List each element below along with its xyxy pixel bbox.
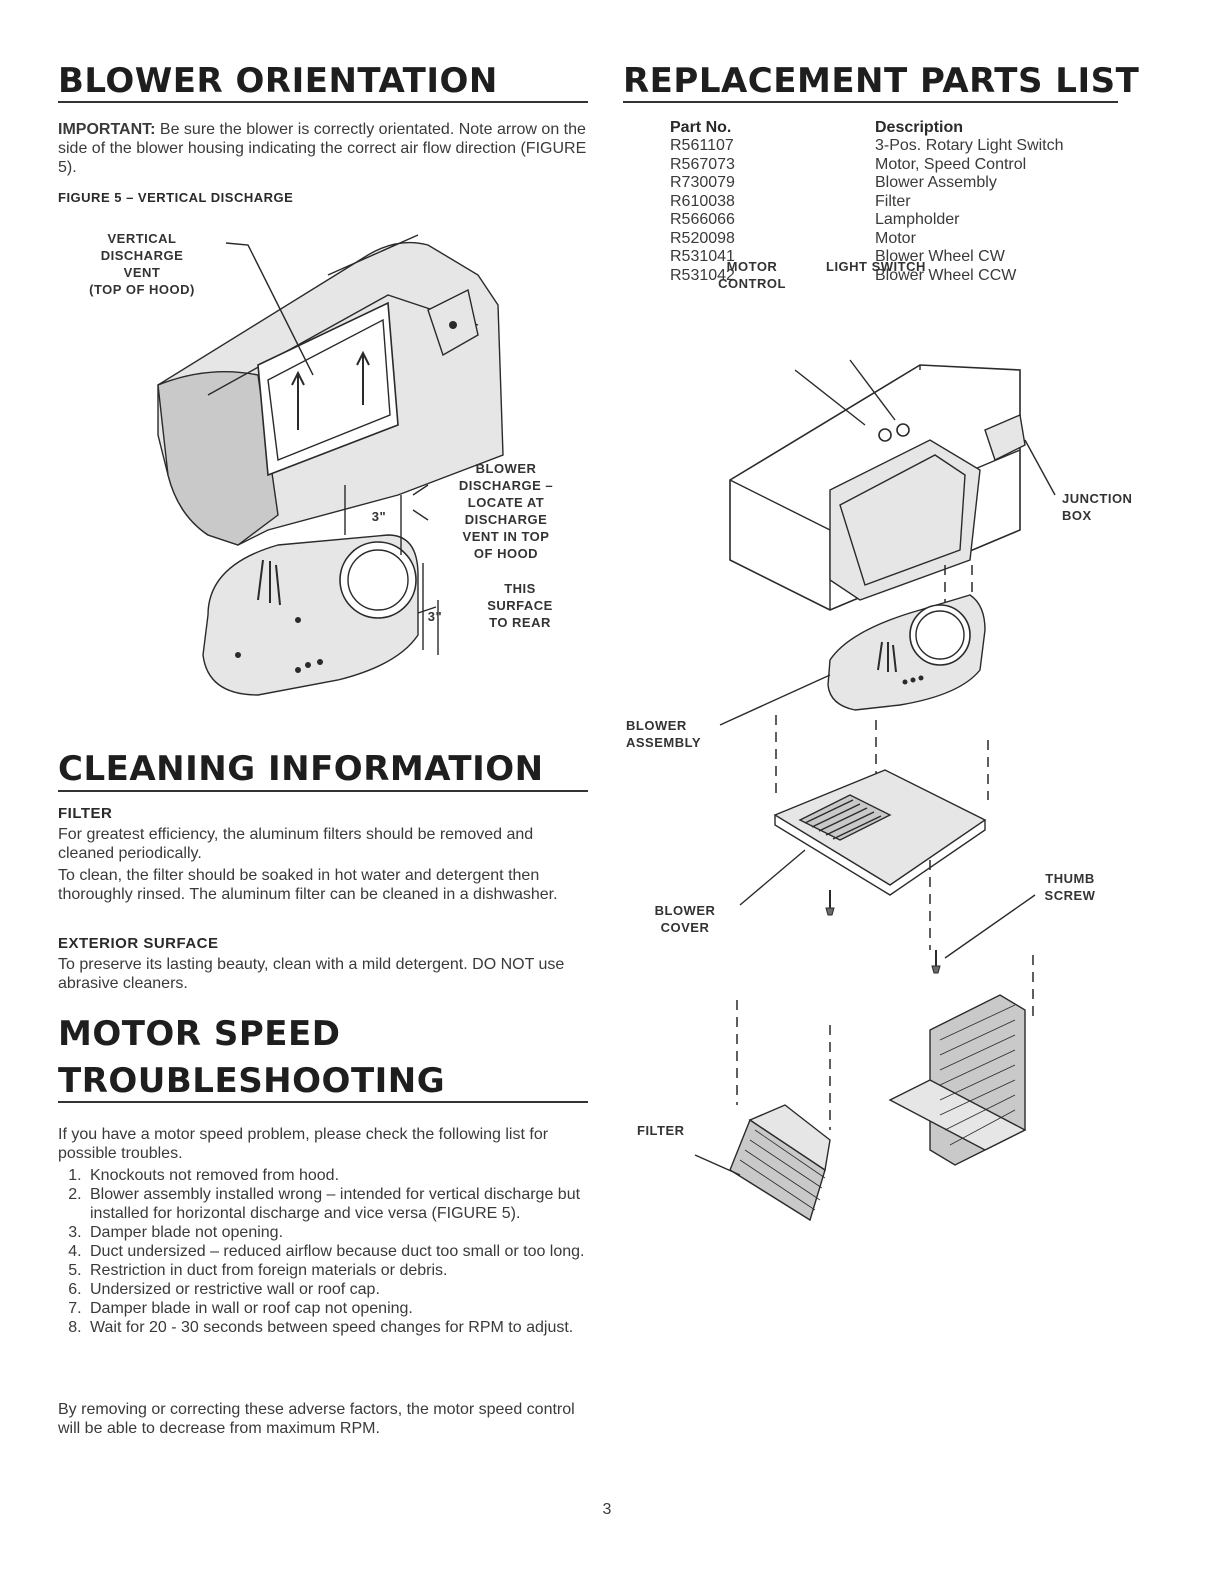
filter-label: FILTER bbox=[637, 1123, 685, 1138]
list-item: Damper blade not opening. bbox=[86, 1223, 588, 1242]
heading-rule bbox=[58, 101, 588, 103]
cleaning-information-heading: CLEANING INFORMATION bbox=[58, 749, 544, 789]
motor-speed-heading-line1: MOTOR SPEED bbox=[58, 1014, 341, 1054]
heading-rule bbox=[58, 1101, 588, 1103]
troubleshooting-closing: By removing or correcting these adverse … bbox=[58, 1401, 575, 1437]
filter-paragraph-2: To clean, the filter should be soaked in… bbox=[58, 867, 558, 903]
part-description: 3-Pos. Rotary Light Switch bbox=[875, 137, 1064, 154]
table-row: R520098 Motor bbox=[670, 230, 1064, 249]
motor-speed-heading-line2: TROUBLESHOOTING bbox=[58, 1061, 446, 1101]
part-number: R531041 bbox=[670, 248, 735, 265]
part-description: Blower Wheel CCW bbox=[875, 266, 1017, 284]
vertical-discharge-vent-label: VERTICAL DISCHARGE VENT (TOP OF HOOD) bbox=[89, 231, 195, 297]
exploded-parts-diagram bbox=[694, 359, 1056, 1222]
important-text: Be sure the blower is correctly orientat… bbox=[58, 121, 587, 176]
dimension-3in-top: 3" bbox=[371, 509, 387, 524]
blower-discharge-label: BLOWER DISCHARGE – LOCATE AT DISCHARGE V… bbox=[458, 461, 554, 561]
troubleshooting-list: Knockouts not removed from hood. Blower … bbox=[58, 1166, 588, 1337]
figure-5-vertical-discharge-illustration bbox=[157, 234, 504, 696]
exterior-surface-subheading: EXTERIOR SURFACE bbox=[58, 935, 219, 952]
troubleshooting-intro: If you have a motor speed problem, pleas… bbox=[58, 1126, 549, 1162]
thumb-screw-label: THUMB SCREW bbox=[1044, 871, 1096, 903]
dimension-3in-bottom: 3" bbox=[427, 609, 443, 624]
part-number: R520098 bbox=[670, 229, 735, 247]
description-header: Description bbox=[875, 119, 964, 136]
list-item: Damper blade in wall or roof cap not ope… bbox=[86, 1299, 588, 1318]
part-description: Blower Wheel CW bbox=[875, 248, 1005, 265]
heading-rule bbox=[58, 790, 588, 792]
table-row: R561107 3-Pos. Rotary Light Switch bbox=[670, 137, 1064, 156]
parts-table-header: Part No. Description bbox=[670, 118, 1064, 137]
list-item: Undersized or restrictive wall or roof c… bbox=[86, 1280, 588, 1299]
part-description: Motor bbox=[875, 229, 916, 247]
part-description: Filter bbox=[875, 192, 911, 210]
table-row: R730079 Blower Assembly bbox=[670, 174, 1064, 193]
junction-box-label: JUNCTION BOX bbox=[1062, 491, 1133, 523]
table-row: R566066 Lampholder bbox=[670, 211, 1064, 230]
important-note: IMPORTANT: Be sure the blower is correct… bbox=[58, 120, 588, 177]
list-item: Duct undersized – reduced airflow becaus… bbox=[86, 1242, 588, 1261]
parts-table: Part No. Description R561107 3-Pos. Rotar… bbox=[670, 118, 1064, 285]
filter-subheading: FILTER bbox=[58, 805, 113, 822]
part-description: Motor, Speed Control bbox=[875, 155, 1027, 173]
list-item: Knockouts not removed from hood. bbox=[86, 1166, 588, 1185]
table-row: R567073 Motor, Speed Control bbox=[670, 156, 1064, 175]
blower-orientation-heading: BLOWER ORIENTATION bbox=[58, 61, 498, 101]
part-no-header: Part No. bbox=[670, 119, 732, 136]
exterior-paragraph: To preserve its lasting beauty, clean wi… bbox=[58, 956, 565, 992]
table-row: R531041 Blower Wheel CW bbox=[670, 248, 1064, 267]
list-item: Blower assembly installed wrong – intend… bbox=[86, 1185, 588, 1223]
part-number: R566066 bbox=[670, 211, 735, 228]
part-description: Lampholder bbox=[875, 211, 960, 228]
blower-assembly-label: BLOWER ASSEMBLY bbox=[626, 718, 702, 750]
this-surface-to-rear-label: THIS SURFACE TO REAR bbox=[487, 581, 553, 630]
table-row: R610038 Filter bbox=[670, 193, 1064, 212]
blower-cover-label: BLOWER COVER bbox=[654, 903, 716, 935]
list-item: Restriction in duct from foreign materia… bbox=[86, 1261, 588, 1280]
light-switch-label: LIGHT SWITCH bbox=[826, 259, 926, 274]
part-number: R531042 bbox=[670, 266, 735, 284]
part-number: R610038 bbox=[670, 192, 735, 210]
part-number: R567073 bbox=[670, 155, 735, 173]
page-number: 3 bbox=[602, 1501, 612, 1518]
important-lead: IMPORTANT: bbox=[58, 121, 156, 138]
figure-5-caption: FIGURE 5 – VERTICAL DISCHARGE bbox=[58, 190, 294, 205]
filter-paragraph-1: For greatest efficiency, the aluminum fi… bbox=[58, 826, 534, 862]
list-item: Wait for 20 - 30 seconds between speed c… bbox=[86, 1318, 588, 1337]
motor-control-label: MOTOR CONTROL bbox=[718, 259, 786, 291]
part-description: Blower Assembly bbox=[875, 174, 997, 191]
heading-rule bbox=[623, 101, 1118, 103]
replacement-parts-heading: REPLACEMENT PARTS LIST bbox=[623, 61, 1140, 101]
part-number: R561107 bbox=[670, 137, 734, 154]
part-number: R730079 bbox=[670, 174, 735, 191]
table-row: R531042 Blower Wheel CCW bbox=[670, 267, 1064, 286]
